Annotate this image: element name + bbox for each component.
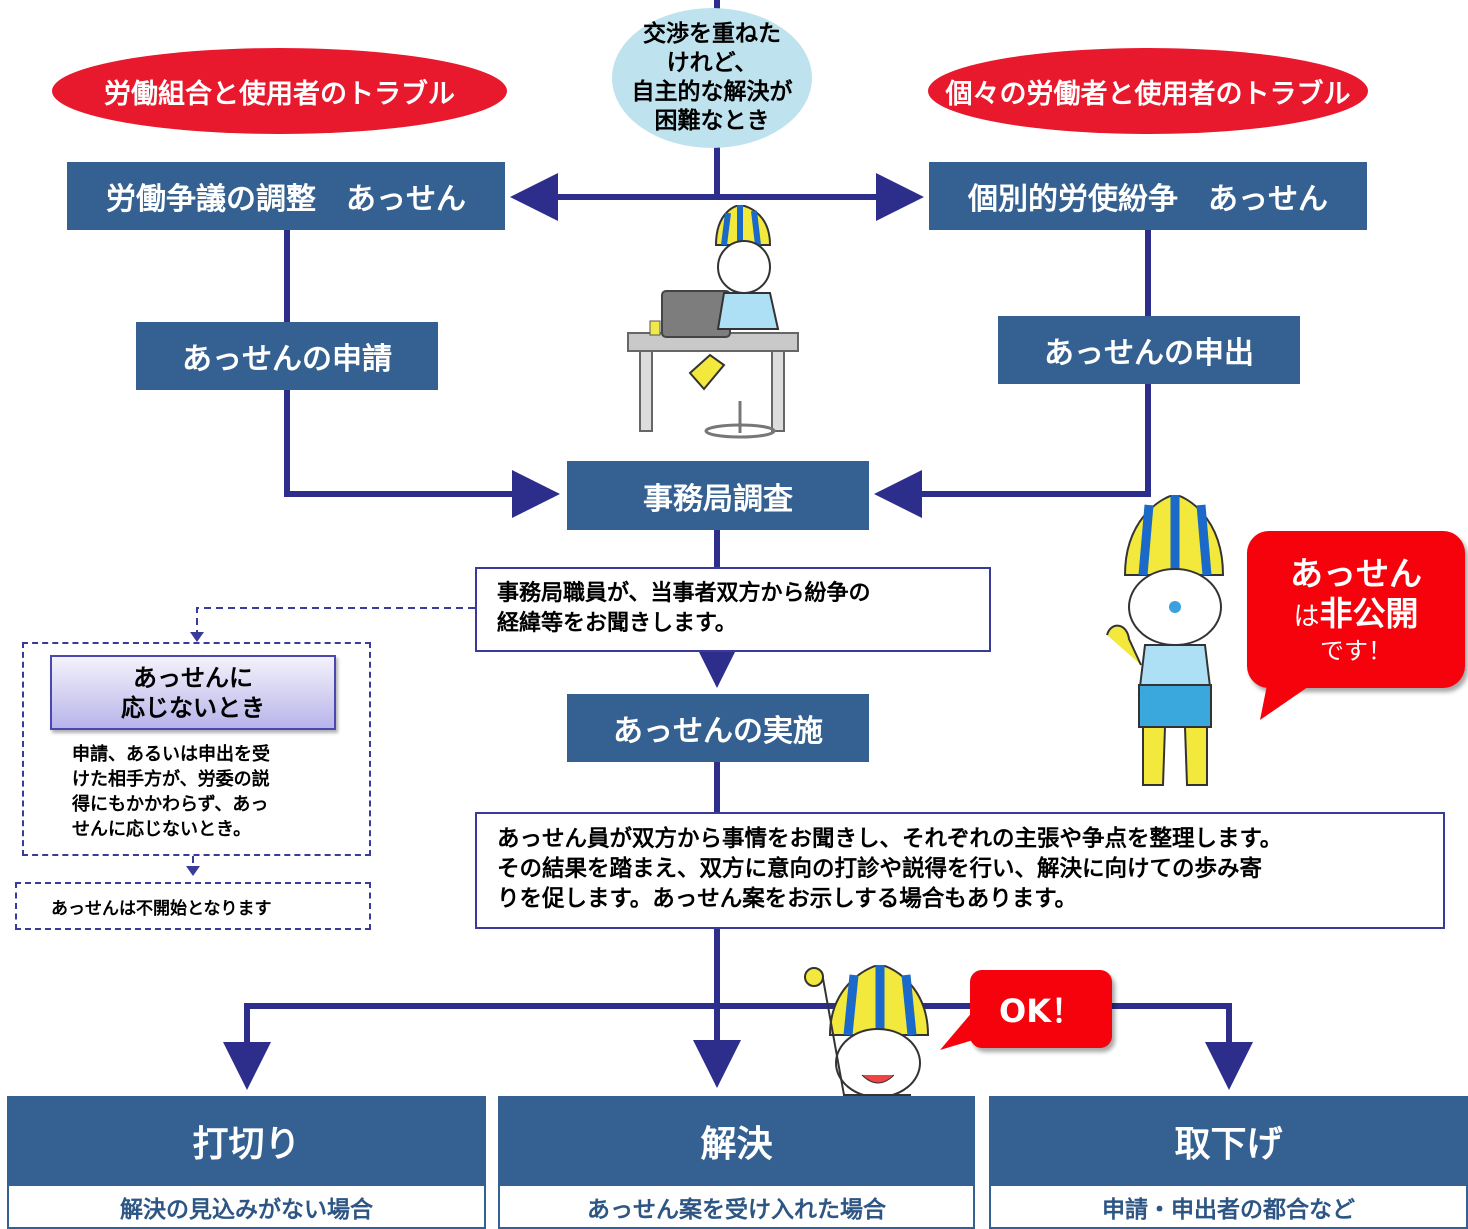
mediation-request-label: あっせんの申出 bbox=[1044, 336, 1254, 371]
private-bubble-line2: は非公開 bbox=[1293, 594, 1418, 637]
outcome-terminated-box: 打切り bbox=[7, 1096, 486, 1186]
implementation-note-line: その結果を踏まえ、双方に意向の打診や説得を行い、解決に向けての歩み寄 bbox=[497, 856, 1263, 882]
individual-trouble-oval: 個々の労働者と使用者のトラブル bbox=[928, 48, 1368, 134]
outcome-resolved-label: 解決 bbox=[700, 1124, 773, 1165]
private-bubble-prefix: は bbox=[1293, 602, 1320, 632]
investigation-note: 事務局職員が、当事者双方から紛争の 経緯等をお聞きします。 bbox=[475, 567, 991, 652]
individual-dispute-mediation-label: 個別的労使紛争 あっせん bbox=[968, 182, 1328, 217]
implementation-note-line: あっせん員が双方から事情をお聞きし、それぞれの主張や争点を整理します。 bbox=[497, 826, 1283, 852]
refusal-description-line: 得にもかかわらず、あっ bbox=[72, 794, 269, 815]
mediation-application-box: あっせんの申請 bbox=[136, 322, 438, 390]
investigation-note-line: 事務局職員が、当事者双方から紛争の bbox=[497, 581, 871, 606]
labor-dispute-mediation-box: 労働争議の調整 あっせん bbox=[67, 162, 505, 230]
outcome-withdrawn-desc: 申請・申出者の都合など bbox=[1102, 1196, 1355, 1223]
trigger-line: 困難なとき bbox=[654, 108, 770, 134]
outcome-terminated-desc-box: 解決の見込みがない場合 bbox=[7, 1186, 486, 1229]
implementation-note-line: りを促します。あっせん案をお示しする場合もあります。 bbox=[497, 886, 1078, 912]
refusal-title-line: あっせんに bbox=[133, 663, 253, 692]
outcome-withdrawn-label: 取下げ bbox=[1174, 1124, 1283, 1165]
ok-bubble-tail bbox=[940, 1010, 980, 1050]
mediation-implementation-label: あっせんの実施 bbox=[613, 714, 823, 749]
mediation-implementation-box: あっせんの実施 bbox=[567, 694, 869, 762]
individual-trouble-label: 個々の労働者と使用者のトラブル bbox=[945, 78, 1351, 110]
ok-bubble-label: OK！ bbox=[998, 992, 1083, 1030]
refusal-description-line: けた相手方が、労委の説 bbox=[72, 769, 270, 790]
refusal-title-line: 応じないとき bbox=[121, 693, 265, 722]
refusal-title-box: あっせんに 応じないとき bbox=[50, 655, 336, 730]
labor-dispute-mediation-label: 労働争議の調整 あっせん bbox=[106, 182, 466, 217]
mediation-request-box: あっせんの申出 bbox=[998, 316, 1300, 384]
private-bubble-emphasis: 非公開 bbox=[1319, 594, 1419, 633]
trigger-line: 自主的な解決が bbox=[631, 79, 793, 105]
not-started-label: あっせんは不開始となります bbox=[51, 898, 272, 919]
refusal-description: 申請、あるいは申出を受 けた相手方が、労委の説 得にもかかわらず、あっ せんに応… bbox=[72, 742, 352, 842]
refusal-description-line: 申請、あるいは申出を受 bbox=[72, 744, 270, 765]
private-speech-bubble: あっせん は非公開 です！ bbox=[1247, 531, 1465, 688]
outcome-resolved-desc: あっせん案を受け入れた場合 bbox=[587, 1196, 886, 1223]
outcome-resolved-box: 解決 bbox=[498, 1096, 975, 1186]
not-started-box: あっせんは不開始となります bbox=[15, 882, 371, 930]
refusal-description-line: せんに応じないとき。 bbox=[72, 819, 252, 840]
individual-dispute-mediation-box: 個別的労使紛争 あっせん bbox=[929, 162, 1367, 230]
outcome-withdrawn-box: 取下げ bbox=[989, 1096, 1468, 1186]
union-trouble-oval: 労働組合と使用者のトラブル bbox=[52, 48, 507, 134]
trigger-line: けれど、 bbox=[666, 50, 758, 76]
implementation-note: あっせん員が双方から事情をお聞きし、それぞれの主張や争点を整理します。 その結果… bbox=[475, 812, 1445, 929]
ok-speech-bubble: OK！ bbox=[970, 970, 1112, 1048]
trigger-circle: 交渉を重ねた けれど、 自主的な解決が 困難なとき bbox=[612, 8, 812, 148]
private-bubble-line1: あっせん bbox=[1290, 554, 1422, 593]
private-bubble-line3: です！ bbox=[1320, 637, 1392, 665]
outcome-terminated-desc: 解決の見込みがない場合 bbox=[120, 1196, 373, 1223]
union-trouble-label: 労働組合と使用者のトラブル bbox=[104, 78, 455, 110]
outcome-terminated-label: 打切り bbox=[192, 1124, 301, 1165]
trigger-line: 交渉を重ねた bbox=[643, 21, 781, 47]
investigation-note-line: 経緯等をお聞きします。 bbox=[497, 611, 737, 636]
mediation-application-label: あっせんの申請 bbox=[182, 342, 392, 377]
mascot-at-desk-illustration bbox=[627, 205, 799, 439]
secretariat-investigation-label: 事務局調査 bbox=[643, 481, 793, 517]
mascot-waving-illustration bbox=[1106, 495, 1225, 786]
outcome-resolved-desc-box: あっせん案を受け入れた場合 bbox=[498, 1186, 975, 1229]
private-bubble-tail bbox=[1260, 680, 1318, 720]
secretariat-investigation-box: 事務局調査 bbox=[567, 461, 869, 530]
outcome-withdrawn-desc-box: 申請・申出者の都合など bbox=[989, 1186, 1468, 1229]
